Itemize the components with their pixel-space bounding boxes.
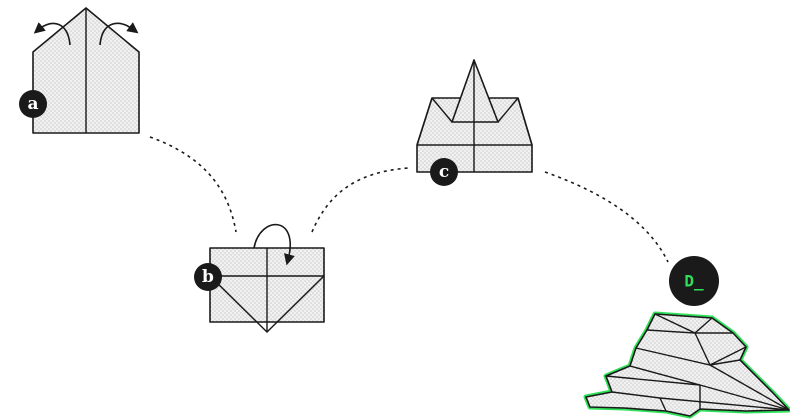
step-b-label: b xyxy=(202,267,214,287)
step-b-figure xyxy=(209,223,325,333)
step-c-figure xyxy=(416,59,533,173)
brand-logo-text: D_ xyxy=(684,272,704,291)
fold-arrow-right-icon xyxy=(99,22,139,46)
step-a-badge: a xyxy=(19,90,47,118)
brand-logo: D_ xyxy=(669,256,719,306)
step-b-badge: b xyxy=(194,263,222,291)
step-c-label: c xyxy=(439,162,449,182)
connector-a-b xyxy=(149,136,237,233)
step-a-figure xyxy=(32,7,140,134)
connector-c-logo xyxy=(544,171,669,263)
crumpled-paper-plane xyxy=(583,311,790,419)
fold-over-arrow-icon xyxy=(253,223,295,266)
fold-arrow-left-icon xyxy=(33,22,71,46)
step-a-label: a xyxy=(27,94,38,114)
connector-b-c xyxy=(311,167,409,233)
step-c-badge: c xyxy=(430,158,458,186)
